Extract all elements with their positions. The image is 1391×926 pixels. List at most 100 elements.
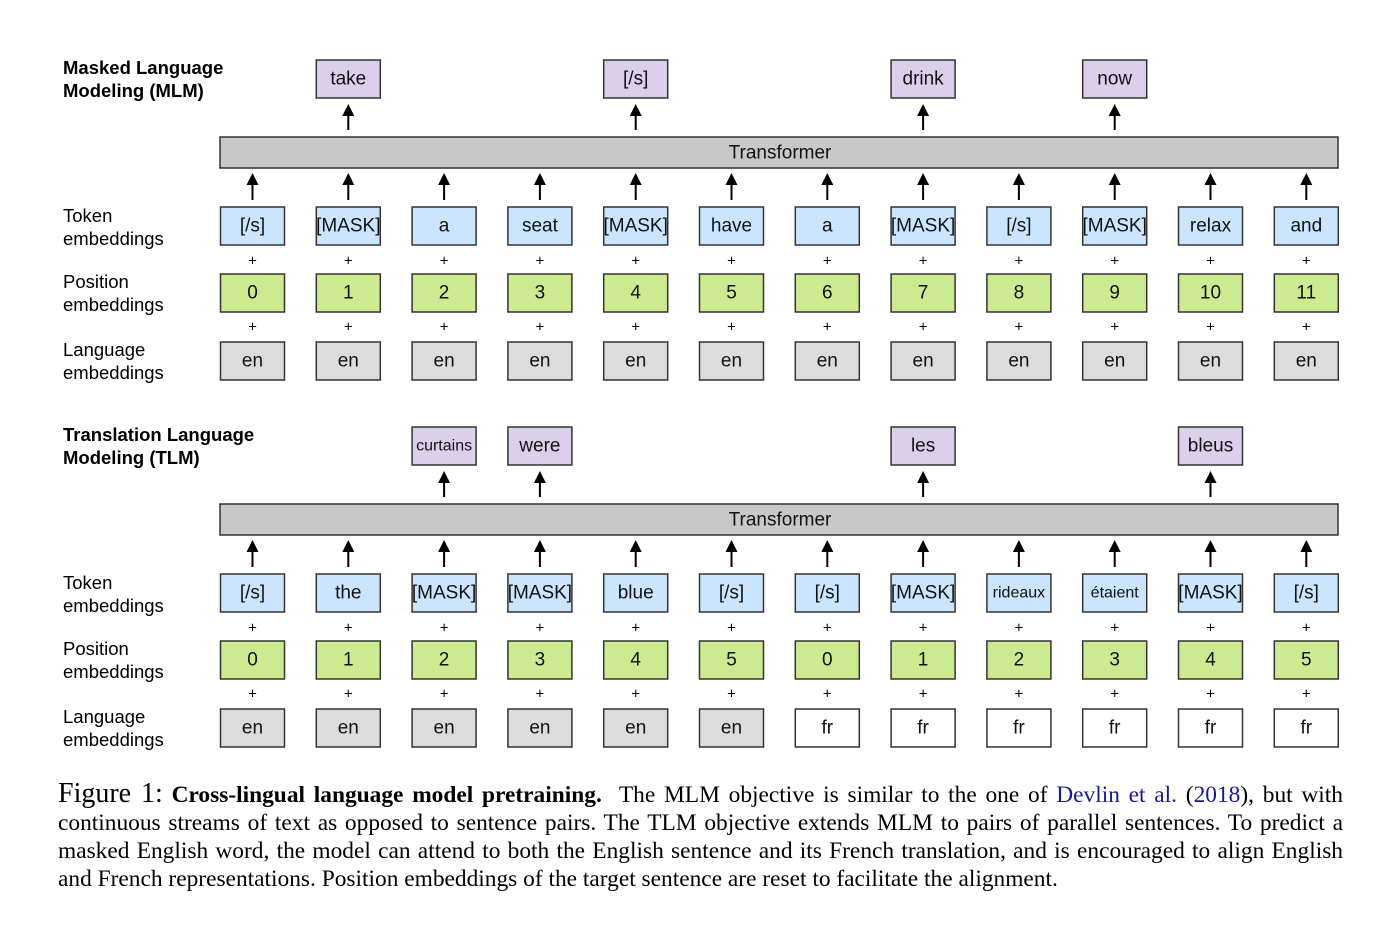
language-box-bg [698,341,765,381]
up-arrow [1300,540,1313,567]
language-text: fr [821,718,833,739]
language-text: fr [917,718,929,739]
column-8: rideaux+2+fr [986,540,1052,748]
token-box-bg [602,206,669,246]
token-box: étaient [1081,573,1148,613]
plus-sign: + [727,319,736,336]
language-text: en [1008,351,1029,372]
language-box: en [219,708,286,748]
position-box: 0 [219,273,286,313]
language-box-bg [698,708,765,748]
token-box-bg [1273,206,1340,246]
position-text: 3 [1109,650,1120,671]
language-box-bg [411,341,477,381]
output-token: les [890,426,956,497]
up-arrow [1012,173,1025,200]
position-text: 0 [247,283,258,304]
language-text: en [625,718,646,739]
token-box: a [794,206,861,246]
column-8: [/s]+8+en [986,173,1052,381]
output-text: drink [903,69,945,90]
token-box: a [411,206,477,246]
token-text: have [711,216,752,237]
language-box: fr [1081,708,1148,748]
plus-sign: + [440,686,449,703]
token-box: [/s] [986,206,1052,246]
plus-sign: + [1206,686,1215,703]
position-box-bg [698,640,765,680]
language-box: en [698,341,765,381]
token-box: have [698,206,765,246]
token-box-bg [890,573,956,613]
position-text: 2 [439,283,450,304]
position-box-bg [411,273,477,313]
token-box-bg [219,573,286,613]
position-box-bg [219,273,286,313]
output-box-bg [507,426,573,466]
token-text: a [439,216,450,237]
up-arrow [1204,173,1217,200]
token-text: a [822,216,833,237]
token-box: [MASK] [1177,573,1244,613]
plus-sign: + [1206,620,1215,637]
up-arrow [629,173,642,200]
language-text: en [242,351,263,372]
plus-sign: + [248,319,257,336]
token-box: [/s] [219,206,286,246]
token-box-bg [315,573,382,613]
position-box-bg [411,640,477,680]
up-arrow [438,173,451,200]
plus-sign: + [1302,253,1311,270]
output-token: drink [890,59,956,130]
token-box-bg [986,206,1052,246]
output-text: now [1097,69,1132,90]
position-box-bg [986,640,1052,680]
plus-sign: + [248,686,257,703]
token-box-bg [1273,573,1340,613]
plus-sign: + [1302,319,1311,336]
token-box-bg [507,206,573,246]
caption-text-2: , but with continuous streams of text as… [58,782,1343,892]
language-box: en [219,341,286,381]
language-text: fr [1205,718,1217,739]
position-text: 3 [535,283,546,304]
up-arrow [917,173,930,200]
language-box-bg [1273,341,1340,381]
language-box-bg [1177,708,1244,748]
plus-sign: + [919,319,928,336]
plus-sign: + [344,253,353,270]
position-text: 5 [1301,650,1312,671]
language-box: fr [890,708,956,748]
position-text: 5 [726,650,737,671]
up-arrow [438,540,451,567]
token-box-bg [698,573,765,613]
figure-label: Figure 1: [58,778,163,809]
up-arrow [725,173,738,200]
token-box: the [315,573,382,613]
language-box-bg [986,341,1052,381]
position-box-bg [698,273,765,313]
position-text: 4 [630,650,641,671]
language-text: en [434,718,455,739]
token-box-bg [794,573,861,613]
token-text: [MASK] [508,583,572,604]
position-box-bg [1273,273,1340,313]
up-arrow [1108,540,1121,567]
citation-year[interactable]: 2018 [1193,782,1241,808]
citation-author[interactable]: Devlin et al. [1056,782,1178,808]
up-arrow [342,104,355,130]
language-box-bg [890,341,956,381]
position-box-bg [315,273,382,313]
token-text: [/s] [719,583,744,604]
token-box: relax [1177,206,1244,246]
language-box-bg [1081,708,1148,748]
position-text: 2 [1014,650,1025,671]
position-box: 4 [602,273,669,313]
up-arrow [917,104,930,130]
position-box-bg [890,640,956,680]
